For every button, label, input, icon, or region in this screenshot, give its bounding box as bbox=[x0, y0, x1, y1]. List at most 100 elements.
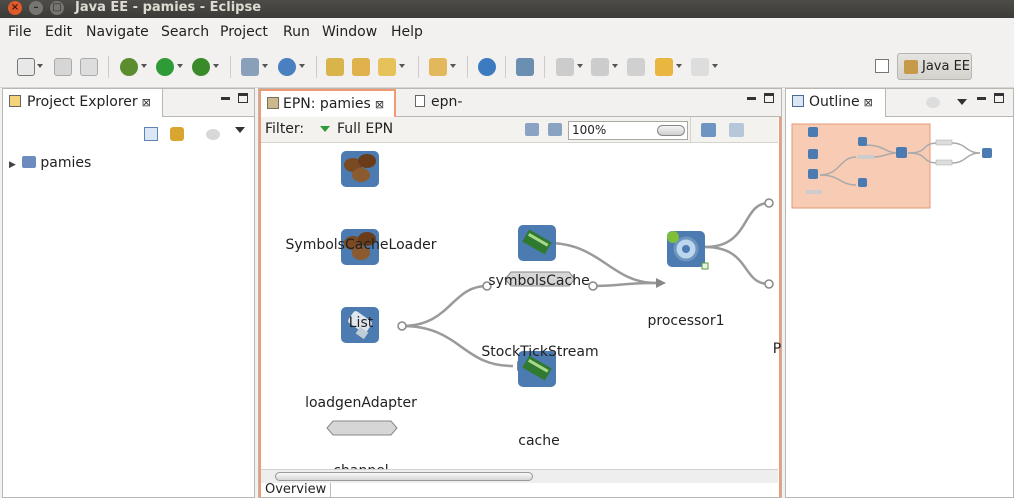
port-icon[interactable] bbox=[764, 279, 774, 289]
forward-dropdown-icon[interactable] bbox=[712, 64, 718, 68]
menu-help[interactable]: Help bbox=[391, 24, 423, 40]
external-tools-dropdown-icon[interactable] bbox=[213, 64, 219, 68]
maximize-editor-icon[interactable] bbox=[764, 93, 774, 103]
zoom-in-icon[interactable] bbox=[525, 123, 539, 136]
window-maximize-button[interactable]: □ bbox=[50, 1, 64, 15]
open-folder-dropdown-icon[interactable] bbox=[450, 64, 456, 68]
loadgen-adapter-node[interactable] bbox=[341, 307, 379, 343]
zoom-level-field[interactable]: 100% bbox=[568, 121, 688, 140]
zoom-slider[interactable] bbox=[657, 125, 685, 136]
list-node[interactable] bbox=[341, 229, 379, 265]
external-tools-icon[interactable] bbox=[192, 58, 210, 76]
new-web-service-dropdown-icon[interactable] bbox=[299, 64, 305, 68]
scrollbar-thumb[interactable] bbox=[275, 472, 533, 481]
mark-occurrences-icon[interactable] bbox=[378, 58, 396, 76]
outline-icon bbox=[792, 95, 804, 107]
new-server-icon[interactable] bbox=[241, 58, 259, 76]
previous-annotation-dropdown-icon[interactable] bbox=[612, 64, 618, 68]
filter-dropdown-icon[interactable] bbox=[320, 126, 330, 132]
menu-file[interactable]: File bbox=[8, 24, 32, 40]
tab-epn-pamies[interactable]: EPN: pamies⊠ bbox=[259, 89, 396, 117]
search-icon[interactable] bbox=[516, 58, 534, 76]
minimize-view-icon[interactable] bbox=[977, 97, 986, 100]
new-server-dropdown-icon[interactable] bbox=[262, 64, 268, 68]
close-icon[interactable]: ⊠ bbox=[141, 96, 151, 109]
window-minimize-button[interactable]: – bbox=[29, 1, 43, 15]
debug-dropdown-icon[interactable] bbox=[141, 64, 147, 68]
close-icon[interactable]: ⊠ bbox=[374, 98, 385, 111]
previous-annotation-icon[interactable] bbox=[591, 58, 609, 76]
menu-navigate[interactable]: Navigate bbox=[86, 24, 149, 40]
maximize-view-icon[interactable] bbox=[238, 93, 248, 103]
window-close-button[interactable]: × bbox=[8, 1, 22, 15]
xml-file-icon bbox=[415, 95, 425, 107]
open-type-icon[interactable] bbox=[326, 58, 344, 76]
collapse-all-icon[interactable] bbox=[144, 127, 158, 141]
close-icon[interactable]: ⊠ bbox=[863, 96, 873, 109]
menu-edit[interactable]: Edit bbox=[45, 24, 73, 40]
run-dropdown-icon[interactable] bbox=[177, 64, 183, 68]
expand-icon[interactable]: ▶ bbox=[9, 160, 16, 170]
minimize-view-icon[interactable] bbox=[221, 97, 230, 100]
last-edit-location-icon[interactable] bbox=[627, 58, 645, 76]
port-icon[interactable] bbox=[764, 198, 774, 208]
menu-search[interactable]: Search bbox=[161, 24, 210, 40]
maximize-view-icon[interactable] bbox=[994, 93, 1004, 103]
cache-label: cache bbox=[518, 433, 560, 449]
view-menu-icon[interactable] bbox=[957, 99, 967, 105]
project-tree-item-pamies[interactable]: pamies bbox=[40, 155, 92, 171]
next-annotation-icon[interactable] bbox=[556, 58, 574, 76]
export-image-icon[interactable] bbox=[729, 123, 744, 137]
outline-filter-icon[interactable] bbox=[926, 97, 940, 108]
layout-icon[interactable] bbox=[701, 123, 716, 137]
tab-outline[interactable]: Outline⊠ bbox=[786, 89, 886, 117]
new-dropdown-icon[interactable] bbox=[37, 64, 43, 68]
symbols-cache-loader-node[interactable] bbox=[341, 151, 379, 187]
outline-tabbar: Outline⊠ bbox=[786, 89, 1013, 117]
project-explorer-icon bbox=[9, 95, 21, 107]
menu-run[interactable]: Run bbox=[283, 24, 310, 40]
back-arrow-icon[interactable] bbox=[655, 58, 673, 76]
list-label: List bbox=[348, 315, 374, 331]
stock-tick-stream-node[interactable] bbox=[504, 271, 576, 287]
filter-icon[interactable] bbox=[206, 129, 220, 140]
tab-epn-assembly-xml[interactable]: epn-assembly.xml bbox=[407, 89, 557, 136]
zoom-out-icon[interactable] bbox=[548, 123, 562, 136]
toolbar-separator bbox=[108, 56, 109, 78]
outline-thumbnail[interactable] bbox=[790, 123, 1012, 213]
new-web-service-icon[interactable] bbox=[278, 58, 296, 76]
next-annotation-dropdown-icon[interactable] bbox=[577, 64, 583, 68]
back-dropdown-icon[interactable] bbox=[676, 64, 682, 68]
symbols-cache-node[interactable] bbox=[518, 225, 556, 261]
cache-node[interactable] bbox=[518, 351, 556, 387]
save-icon[interactable] bbox=[54, 58, 72, 76]
connection-processor-out-bottom bbox=[704, 245, 770, 286]
port-icon[interactable] bbox=[588, 281, 598, 291]
epn-diagram-canvas[interactable] bbox=[261, 143, 779, 469]
horizontal-scrollbar[interactable] bbox=[261, 469, 778, 483]
filter-value[interactable]: Full EPN bbox=[337, 121, 394, 137]
open-resource-icon[interactable] bbox=[352, 58, 370, 76]
print-icon[interactable] bbox=[80, 58, 98, 76]
perspective-java-ee-button[interactable]: Java EE bbox=[897, 53, 972, 80]
new-icon[interactable] bbox=[17, 58, 35, 76]
open-folder-icon[interactable] bbox=[429, 58, 447, 76]
port-icon[interactable] bbox=[397, 321, 407, 331]
forward-arrow-icon[interactable] bbox=[691, 58, 709, 76]
run-icon[interactable] bbox=[156, 58, 174, 76]
channel-node[interactable] bbox=[326, 420, 398, 436]
mark-occurrences-dropdown-icon[interactable] bbox=[399, 64, 405, 68]
link-with-editor-icon[interactable] bbox=[170, 127, 184, 141]
globe-icon[interactable] bbox=[478, 58, 496, 76]
debug-icon[interactable] bbox=[120, 58, 138, 76]
view-menu-icon[interactable] bbox=[235, 127, 245, 133]
tab-project-explorer[interactable]: Project Explorer⊠ bbox=[3, 89, 163, 117]
minimize-editor-icon[interactable] bbox=[747, 97, 756, 100]
menu-window[interactable]: Window bbox=[322, 24, 378, 40]
open-perspective-icon[interactable] bbox=[875, 59, 889, 73]
port-icon[interactable] bbox=[482, 281, 492, 291]
menu-project[interactable]: Project bbox=[220, 24, 268, 40]
title-bar: × – □ Java EE - pamies - Eclipse bbox=[0, 0, 1014, 18]
processor1-node[interactable] bbox=[667, 231, 709, 270]
tab-overview[interactable]: Overview bbox=[261, 483, 331, 497]
